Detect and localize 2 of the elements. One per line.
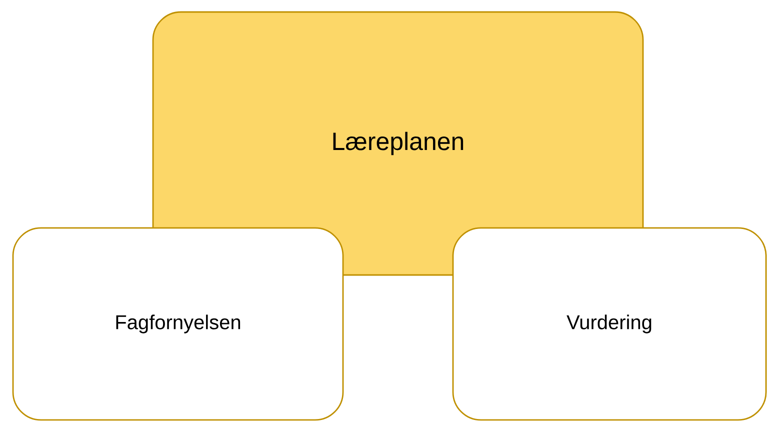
rounded-box: Vurdering (452, 227, 767, 421)
rounded-box: Fagfornyelsen (12, 227, 344, 421)
